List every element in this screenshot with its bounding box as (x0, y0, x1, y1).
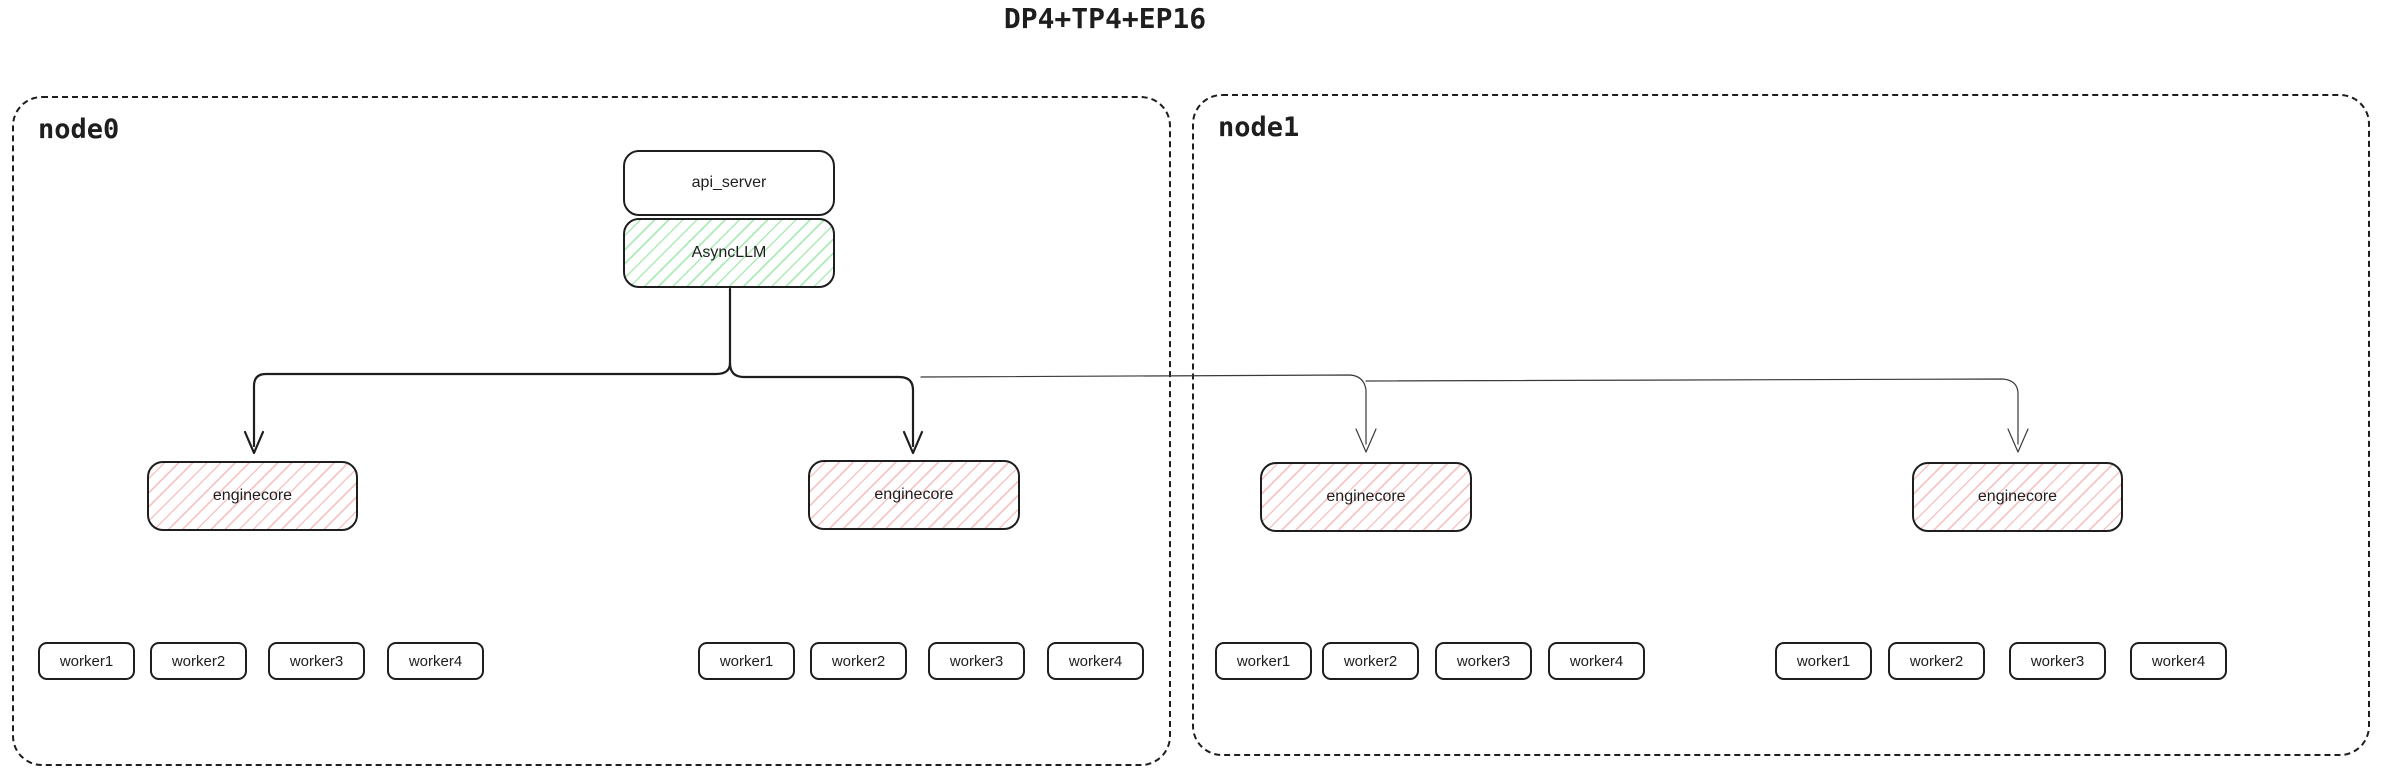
worker-box: worker3 (928, 642, 1025, 680)
node1-label: node1 (1218, 112, 1300, 143)
enginecore-box-1: enginecore (147, 461, 358, 531)
worker-box: worker1 (698, 642, 795, 680)
worker-box: worker4 (2130, 642, 2227, 680)
enginecore-label: enginecore (1977, 488, 2058, 505)
worker-box: worker2 (1322, 642, 1419, 680)
enginecore-box-2: enginecore (808, 460, 1020, 530)
worker-label: worker3 (289, 652, 344, 670)
worker-label: worker3 (2030, 652, 2085, 670)
worker-box: worker4 (1548, 642, 1645, 680)
worker-label: worker3 (1456, 652, 1511, 670)
worker-box: worker1 (38, 642, 135, 680)
worker-label: worker2 (831, 652, 886, 670)
worker-label: worker3 (949, 652, 1004, 670)
worker-box: worker3 (1435, 642, 1532, 680)
asyncllm-label: AsyncLLM (691, 244, 767, 261)
worker-label: worker4 (408, 652, 463, 670)
worker-label: worker2 (171, 652, 226, 670)
node0-label: node0 (38, 114, 120, 145)
worker-box: worker4 (1047, 642, 1144, 680)
diagram-title: DP4+TP4+EP16 (1003, 2, 1207, 35)
worker-label: worker1 (1236, 652, 1291, 670)
worker-label: worker4 (2151, 652, 2206, 670)
worker-label: worker4 (1068, 652, 1123, 670)
worker-box: worker1 (1215, 642, 1312, 680)
enginecore-label: enginecore (1326, 488, 1406, 505)
worker-box: worker2 (150, 642, 247, 680)
worker-label: worker1 (1796, 652, 1851, 670)
worker-box: worker4 (387, 642, 484, 680)
api-server-box: api_server (623, 150, 835, 216)
worker-label: worker4 (1569, 652, 1624, 670)
worker-label: worker2 (1909, 652, 1964, 670)
enginecore-box-4: enginecore (1912, 462, 2123, 532)
worker-label: worker1 (719, 652, 774, 670)
worker-box: worker3 (268, 642, 365, 680)
worker-box: worker1 (1775, 642, 1872, 680)
worker-box: worker2 (810, 642, 907, 680)
asyncllm-box: AsyncLLM (623, 218, 835, 288)
worker-box: worker3 (2009, 642, 2106, 680)
enginecore-box-3: enginecore (1260, 462, 1472, 532)
enginecore-label: enginecore (212, 487, 293, 504)
api-server-label: api_server (691, 174, 767, 191)
enginecore-label: enginecore (874, 486, 954, 503)
worker-label: worker1 (59, 652, 114, 670)
worker-label: worker2 (1343, 652, 1398, 670)
worker-box: worker2 (1888, 642, 1985, 680)
